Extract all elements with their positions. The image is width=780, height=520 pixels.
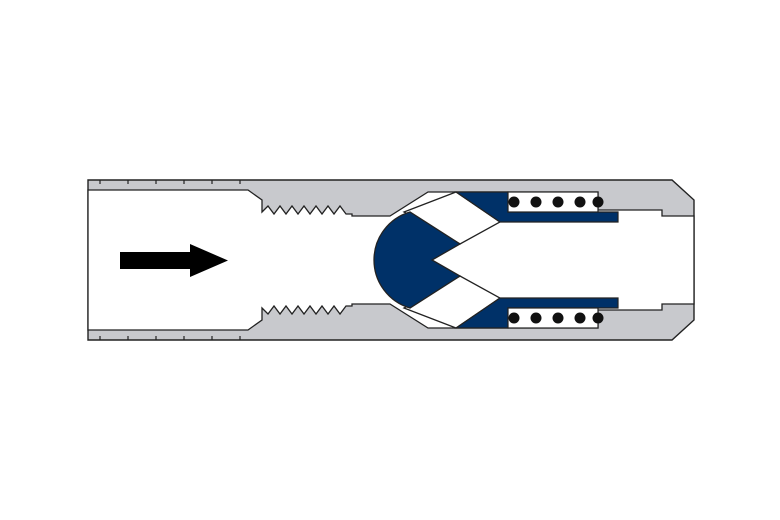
knurl-top: [99, 180, 241, 184]
spring-coil: [574, 312, 586, 324]
poppet-head: [373, 211, 462, 309]
poppet-highlight-upper: [418, 203, 470, 238]
spring-coil: [530, 312, 542, 324]
spring-coil: [530, 196, 542, 208]
poppet-highlight-lower: [418, 282, 470, 317]
flow-arrow-shaft: [120, 252, 192, 269]
spring-coil: [592, 312, 604, 324]
spring-coil: [552, 312, 564, 324]
poppet: [373, 191, 619, 329]
spring-coil: [508, 196, 520, 208]
spring-coil: [574, 196, 586, 208]
spring-coil: [552, 196, 564, 208]
flow-arrow: [120, 244, 228, 277]
spring-coil: [508, 312, 520, 324]
spring: [508, 196, 604, 324]
flow-arrow-head: [190, 244, 228, 277]
knurl-bottom: [99, 336, 241, 340]
spring-coil: [592, 196, 604, 208]
